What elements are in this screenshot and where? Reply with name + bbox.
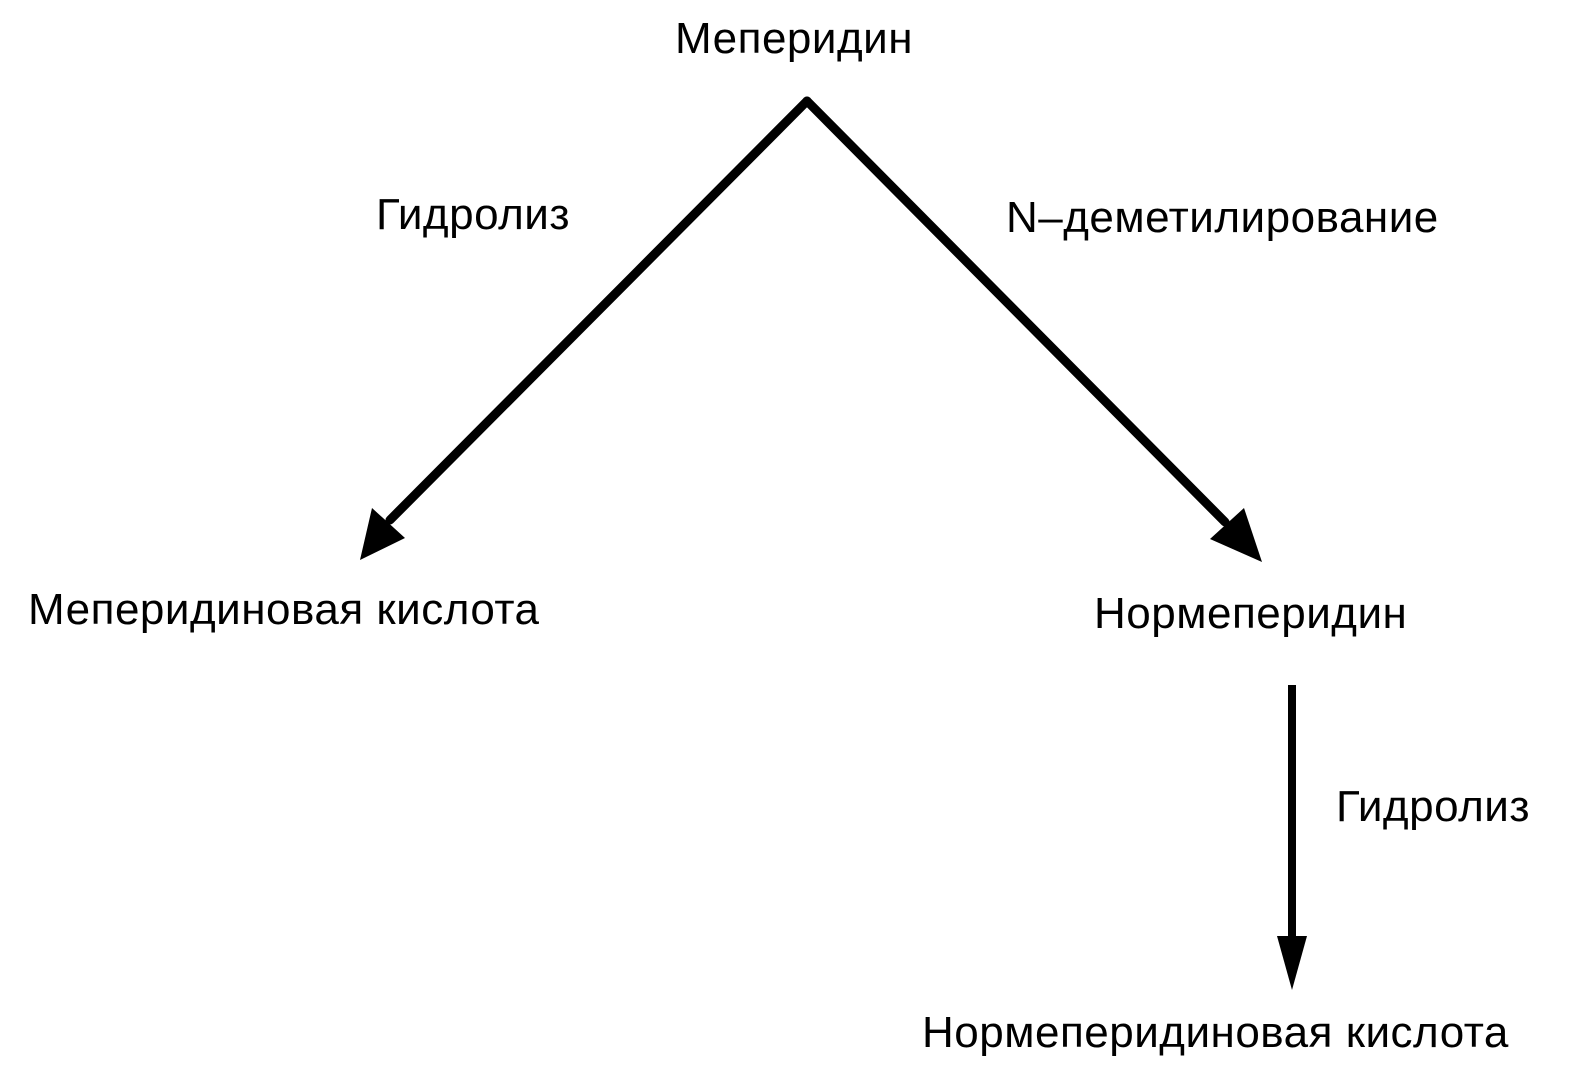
arrowhead-down xyxy=(1277,936,1307,990)
edge-label-hydrolysis-down: Гидролиз xyxy=(1336,782,1531,831)
arrowhead-right xyxy=(1210,508,1262,562)
node-meperidine: Меперидин xyxy=(675,14,914,63)
arrow-hydrolysis-left xyxy=(385,96,812,525)
node-normeperidinic-acid: Нормеперидиновая кислота xyxy=(922,1008,1509,1057)
node-meperidinic-acid: Меперидиновая кислота xyxy=(28,585,540,634)
arrowhead-left xyxy=(360,508,405,560)
edge-label-n-demethylation: N–деметилирование xyxy=(1006,193,1439,242)
node-normeperidine: Нормеперидин xyxy=(1094,589,1408,638)
arrow-n-demethylation xyxy=(802,96,1230,527)
edge-label-hydrolysis-left: Гидролиз xyxy=(376,190,571,239)
